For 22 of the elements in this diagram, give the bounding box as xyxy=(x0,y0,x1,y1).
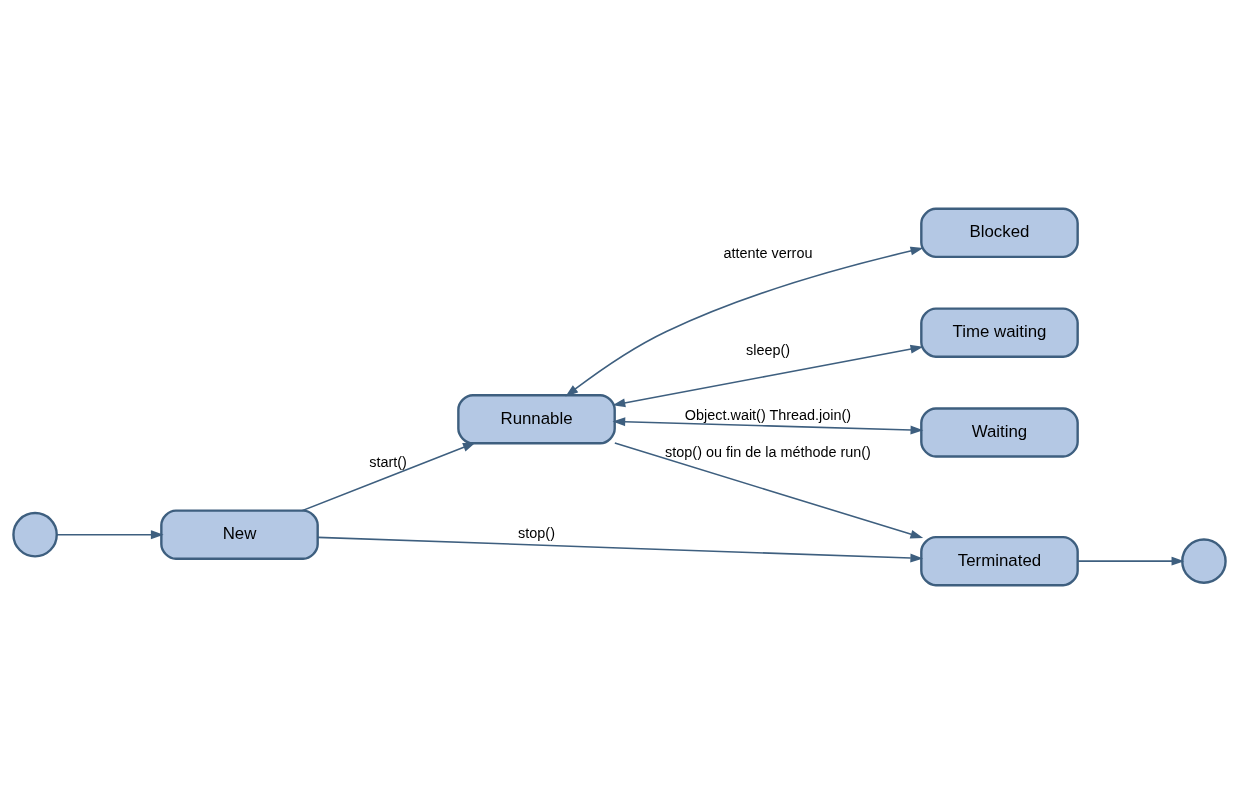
node-box: New xyxy=(160,509,319,560)
arrow xyxy=(614,442,924,539)
arrow xyxy=(612,344,924,408)
node-circle xyxy=(1181,538,1227,584)
edge-label: Object.wait() Thread.join() xyxy=(684,406,852,423)
arrow xyxy=(317,536,924,563)
edge-label: sleep() xyxy=(745,342,791,359)
edge-label: stop() xyxy=(518,524,555,541)
node-box: Runnable xyxy=(457,394,616,445)
arrow xyxy=(301,442,476,512)
node-box: Waiting xyxy=(920,407,1079,458)
arrow xyxy=(1077,556,1185,566)
node-box: Blocked xyxy=(920,207,1079,259)
arrow xyxy=(56,530,164,540)
arrow xyxy=(612,417,924,435)
node-box: Time waiting xyxy=(920,307,1079,358)
edge-label: attente verrou xyxy=(723,244,813,261)
node-box: Terminated xyxy=(920,535,1079,587)
node-circle xyxy=(12,511,58,558)
edge-label: stop() ou fin de la méthode run() xyxy=(665,444,871,461)
arrow xyxy=(565,246,924,397)
edge-label: start() xyxy=(369,453,407,470)
